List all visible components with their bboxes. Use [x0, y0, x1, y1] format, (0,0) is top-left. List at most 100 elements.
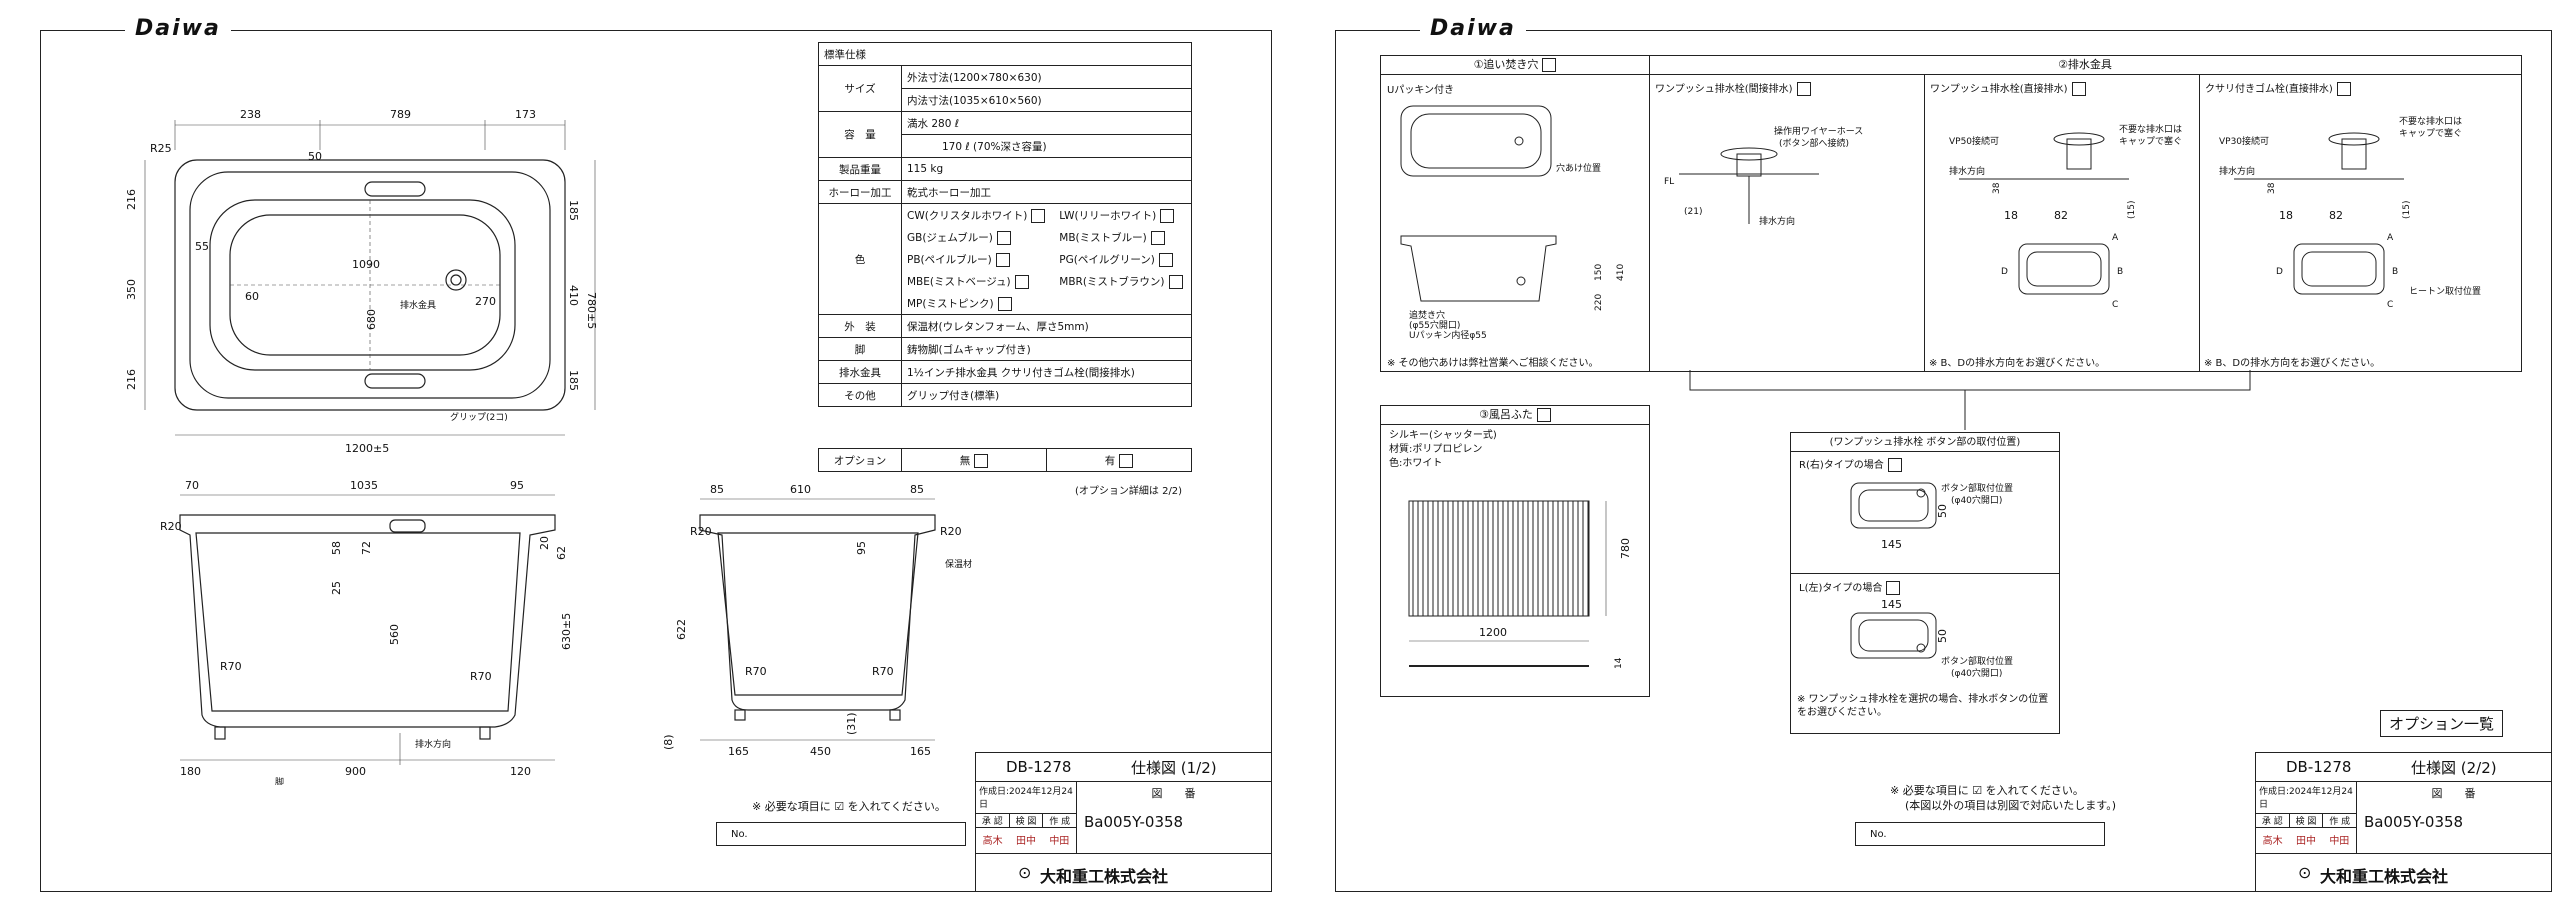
end-r20-r: R20	[940, 525, 962, 538]
check-note-2: (本図以外の項目は別図で対応いたします。)	[1905, 799, 2116, 812]
lid-material: 材質:ポリプロピレン	[1389, 444, 1483, 455]
label-270: 270	[475, 295, 496, 308]
color-checkbox[interactable]	[1014, 274, 1029, 289]
color-checkbox[interactable]	[997, 296, 1012, 311]
spec-value-70: 170 ℓ (70%深さ容量)	[901, 134, 1192, 158]
side-r70-left: R70	[220, 660, 242, 673]
brand-logo: Daiwa	[125, 16, 231, 41]
side-dim-630: 630±5	[560, 613, 573, 650]
button-l-dim-145: 145	[1881, 598, 1902, 611]
side-dim-72: 72	[360, 541, 373, 555]
side-drain-dir: 排水方向	[415, 738, 451, 750]
spec-row: ホーロー加工 乾式ホーロー加工	[818, 180, 1192, 204]
label-50: 50	[308, 150, 322, 163]
drain-indirect-checkbox[interactable]	[1796, 82, 1811, 96]
button-r-dim-145: 145	[1881, 538, 1902, 551]
color-label: MBR(ミストブラウン)	[1059, 275, 1165, 288]
dim-680: 680	[365, 309, 378, 330]
button-r-type: R(右)タイプの場合	[1791, 452, 2059, 476]
option-none: 無	[901, 448, 1047, 472]
side-dim-25: 25	[330, 581, 343, 595]
button-r-checkbox[interactable]	[1887, 458, 1902, 472]
lid-type: シルキー(シャッター式)	[1389, 430, 1497, 441]
section-reheat-footer: ※ その他穴あけは弊社営業へご相談ください。	[1387, 358, 1599, 369]
end-view-drawing: 85 610 85 165 450 165 95 622 (8) (31) R2…	[662, 483, 972, 758]
chain-note-vp: VP30接続可	[2219, 135, 2269, 147]
button-divider	[1791, 573, 2059, 574]
color-checkbox[interactable]	[1158, 252, 1173, 267]
side-dim-95: 95	[510, 479, 524, 492]
section-lid-checkbox[interactable]	[1536, 408, 1551, 422]
dim-185-bottom: 185	[567, 370, 580, 391]
indirect-note: 操作用ワイヤーホース	[1774, 125, 1863, 137]
spec-value-enamel: 乾式ホーロー加工	[901, 180, 1192, 204]
end-dim-95: 95	[855, 541, 868, 555]
signature: 高木	[2262, 835, 2283, 847]
drain-chain-footer: ※ B、Dの排水方向をお選びください。	[2204, 358, 2381, 369]
chain-note-hook: ヒートン取付位置	[2409, 285, 2481, 297]
button-l-dim-50: 50	[1936, 629, 1949, 643]
drain-direct-footer: ※ B、Dの排水方向をお選びください。	[1929, 358, 2106, 369]
color-grid: CW(クリスタルホワイト) LW(リリーホワイト) GB(ジェムブルー) MB(…	[902, 204, 1191, 314]
section-reheat-sub: Uパッキン付き	[1387, 85, 1455, 96]
check-note: ※ 必要な項目に ☑ を入れてください。	[1890, 784, 2084, 797]
color-checkbox[interactable]	[1160, 208, 1175, 223]
model-number: DB-1278	[2286, 758, 2352, 776]
drain-option-indirect: ワンプッシュ排水栓(間接排水) 操作用ワイヤーホース (ボタン部へ接続) FL …	[1649, 74, 1925, 371]
brand-logo: Daiwa	[1420, 16, 1526, 41]
section-reheat-checkbox[interactable]	[1542, 58, 1557, 72]
doc-number-block: 図 番 Ba005Y-0358	[1076, 781, 1271, 853]
spec-row: サイズ 外法寸法(1200×780×630)	[818, 65, 1192, 112]
spec-label-drain: 排水金具	[818, 360, 902, 384]
side-view-drawing: 70 1035 95 180 900 120 20 62 58 72 25 56…	[160, 479, 573, 785]
drain-direct-title: ワンプッシュ排水栓(直接排水)	[1924, 74, 2199, 102]
title-row: DB-1278 仕様図 (1/2)	[976, 753, 1271, 782]
chain-note-cap: 不要な排水口は	[2399, 115, 2462, 127]
spec-sheet-2: Daiwa ①追い焚き穴 Uパッキン付き 穴あけ位置 150 410 220	[1320, 0, 2560, 905]
drain-chain-checkbox[interactable]	[2336, 82, 2351, 96]
color-checkbox[interactable]	[995, 252, 1010, 267]
signature-row: 高木 田中 中田	[2256, 828, 2356, 850]
title-block: DB-1278 仕様図 (1/2) 作成日:2024年12月24日 承 認 検 …	[975, 752, 1272, 892]
dim-410: 410	[567, 285, 580, 306]
color-checkbox[interactable]	[1031, 208, 1046, 223]
option-none-checkbox[interactable]	[974, 453, 989, 468]
signature: 中田	[2329, 835, 2350, 847]
spec-value-other: グリップ付き(標準)	[901, 383, 1192, 407]
approval-block: 作成日:2024年12月24日 承 認 検 図 作 成 高木 田中 中田	[976, 781, 1077, 853]
spec-value-weight: 115 kg	[901, 157, 1192, 181]
button-r-drawing: ボタン部取付位置 (φ40穴開口) 145 50	[1850, 482, 2013, 551]
spec-value-leg: 鋳物脚(ゴムキャップ付き)	[901, 337, 1192, 361]
drain-chain-label: クサリ付きゴム栓(直接排水)	[2205, 84, 2333, 95]
no-label: No.	[731, 829, 748, 840]
color-checkbox[interactable]	[1168, 274, 1183, 289]
drain-direct-checkbox[interactable]	[2071, 82, 2086, 96]
spec-row: 外 装 保温材(ウレタンフォーム、厚さ5mm)	[818, 314, 1192, 338]
dim-789: 789	[390, 108, 411, 121]
option-label: オプション	[818, 448, 902, 472]
approval-label: 検 図	[1010, 814, 1044, 827]
button-l-label: L(左)タイプの場合	[1799, 583, 1883, 594]
section-lid: ③風呂ふた シルキー(シャッター式) 材質:ポリプロピレン 色:ホワイト 120…	[1380, 405, 1650, 697]
approval-header: 承 認 検 図 作 成	[976, 814, 1076, 828]
indirect-fl: FL	[1664, 177, 1674, 187]
spec-label-exterior: 外 装	[818, 314, 902, 338]
option-yes-checkbox[interactable]	[1119, 453, 1134, 468]
drain-option-direct: ワンプッシュ排水栓(直接排水) VP50接続可 排水方向 不要な排水口は キャッ…	[1924, 74, 2200, 371]
color-checkbox[interactable]	[996, 230, 1011, 245]
spec-value-outer: 外法寸法(1200×780×630)	[901, 65, 1192, 89]
approval-block: 作成日:2024年12月24日 承 認 検 図 作 成 高木 田中 中田	[2256, 781, 2357, 853]
spec-label-enamel: ホーロー加工	[818, 180, 902, 204]
no-field[interactable]: No.	[1855, 822, 2105, 846]
color-checkbox[interactable]	[1150, 230, 1165, 245]
drain-indirect-label: ワンプッシュ排水栓(間接排水)	[1655, 84, 1793, 95]
drain-option-chain: クサリ付きゴム栓(直接排水) VP30接続可 排水方向 不要な排水口は キャップ…	[2199, 74, 2521, 371]
reheat-drawing: 穴あけ位置 150 410 220 追焚き穴 (φ55穴開口) Uパッキン内径φ…	[1400, 105, 1626, 341]
drain-direct-label: ワンプッシュ排水栓(直接排水)	[1930, 84, 2068, 95]
signature-row: 高木 田中 中田	[976, 828, 1076, 850]
button-l-checkbox[interactable]	[1886, 581, 1901, 595]
direct-note-cap: 不要な排水口は	[2119, 123, 2182, 135]
spec-label-weight: 製品重量	[818, 157, 902, 181]
no-field[interactable]: No.	[716, 822, 966, 846]
drain-indirect-drawing: 操作用ワイヤーホース (ボタン部へ接続) FL (21) 排水方向	[1664, 125, 1863, 227]
